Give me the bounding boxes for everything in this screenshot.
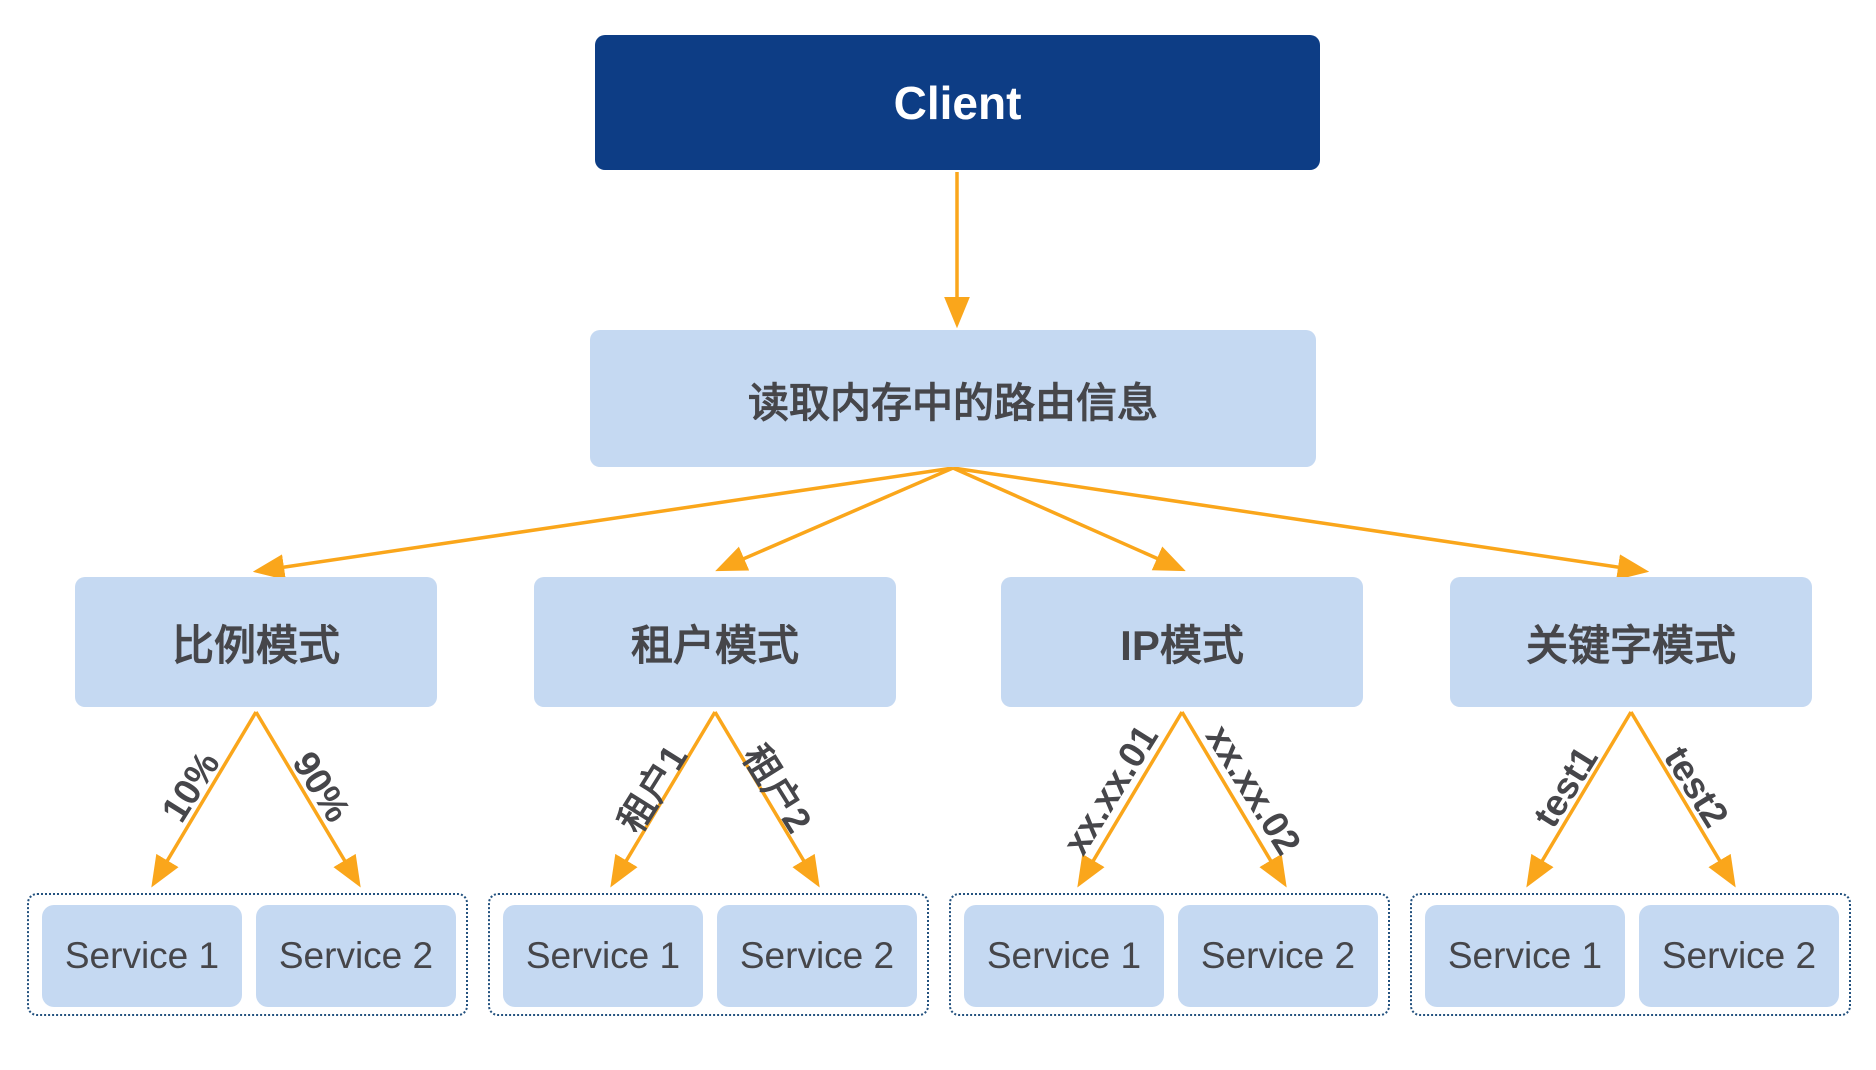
arrow-router-to-ip-mode: [952, 466, 1186, 572]
service-group-ratio: Service 1 Service 2: [27, 893, 468, 1016]
arrow-router-to-ratio-mode: [252, 466, 954, 580]
service-box: Service 2: [256, 905, 456, 1007]
node-tenant-mode: 租户模式: [534, 577, 896, 707]
edge-label-ip-left: xx.xx.01: [1055, 717, 1167, 862]
edge-label-tenant-left: 租户1: [610, 737, 696, 840]
node-client: Client: [595, 35, 1320, 170]
edge-label-keyword-left: test1: [1525, 739, 1606, 835]
edge-label-ratio-left: 10%: [153, 744, 228, 830]
service-box: Service 1: [42, 905, 242, 1007]
service-group-ip: Service 1 Service 2: [949, 893, 1390, 1016]
node-ratio-mode: 比例模式: [75, 577, 437, 707]
edge-label-ip-right: xx.xx.02: [1197, 717, 1309, 862]
service-box: Service 2: [1178, 905, 1378, 1007]
edge-label-keyword-right: test2: [1656, 739, 1737, 835]
service-group-keyword: Service 1 Service 2: [1410, 893, 1851, 1016]
arrow-router-to-tenant-mode: [715, 466, 954, 572]
service-box: Service 2: [1639, 905, 1839, 1007]
node-ip-mode: IP模式: [1001, 577, 1363, 707]
node-read-routing-info: 读取内存中的路由信息: [590, 330, 1316, 467]
node-keyword-mode: 关键字模式: [1450, 577, 1812, 707]
edge-label-ratio-right: 90%: [284, 744, 359, 830]
service-box: Service 2: [717, 905, 917, 1007]
edge-label-tenant-right: 租户2: [734, 737, 820, 840]
service-box: Service 1: [503, 905, 703, 1007]
service-box: Service 1: [964, 905, 1164, 1007]
arrow-router-to-keyword-mode: [952, 466, 1650, 580]
service-group-tenant: Service 1 Service 2: [488, 893, 929, 1016]
service-box: Service 1: [1425, 905, 1625, 1007]
